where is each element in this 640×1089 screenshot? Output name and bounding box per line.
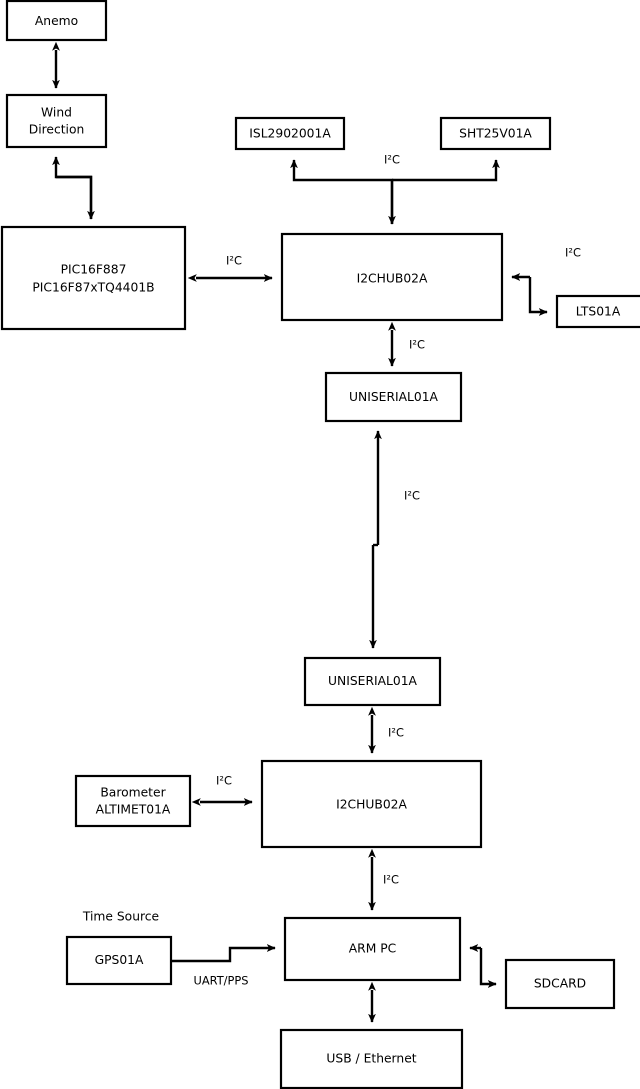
node-gps01a-rect[interactable] (65, 935, 173, 986)
node-sht25v01a[interactable]: SHT25V01A (439, 116, 552, 151)
node-usb-ethernet-label: USB / Ethernet (326, 1052, 416, 1066)
node-i2chub02a-bottom[interactable]: I2CHUB02A (260, 759, 483, 849)
node-arm-pc-rect[interactable] (283, 916, 462, 982)
edge-hub-sensors: I²C (290, 153, 500, 225)
node-barometer-label-line2: ALTIMET01A (96, 803, 171, 817)
edge-pic-wind-path (52, 156, 93, 219)
node-anemo-label: Anemo (35, 14, 78, 28)
edge-hub-lts: I²C (511, 246, 581, 316)
node-lts01a-label: LTS01A (576, 305, 621, 319)
node-uniserial01a-bottom-label: UNISERIAL01A (328, 674, 417, 688)
node-usb-ethernet[interactable]: USB / Ethernet (279, 1028, 464, 1089)
edge-label-gps-armpc: UART/PPS (194, 974, 249, 988)
node-barometer[interactable]: Barometer ALTIMET01A (74, 774, 192, 828)
edge-label-uniserial-hub: I²C (388, 726, 404, 740)
node-i2chub02a-top-rect[interactable] (280, 232, 504, 322)
edge-pic-wind-arrow-down (56, 175, 95, 220)
edge-label-hub-uniserial: I²C (409, 338, 425, 352)
edge-uniserial-hub-bot: I²C (368, 706, 404, 754)
node-sht25v01a-label: SHT25V01A (459, 127, 532, 141)
edge-barometer-hub: I²C (191, 774, 253, 806)
label-time-source: Time Source (82, 910, 159, 924)
node-wind-direction-rect[interactable] (5, 93, 108, 149)
node-sdcard-rect[interactable] (504, 958, 616, 1010)
edge-hub-armpc: I²C (368, 848, 399, 911)
node-uniserial01a-top[interactable]: UNISERIAL01A (324, 371, 463, 423)
edge-label-barometer-hub: I²C (216, 774, 232, 788)
edge-armpc-sdcard (469, 944, 497, 988)
edge-pic-wind (52, 156, 93, 219)
edge-label-hub-armpc: I²C (383, 873, 399, 887)
node-pic-mcu-label-line2: PIC16F87xTQ4401B (32, 281, 154, 295)
node-wind-direction-label-line2: Direction (29, 123, 85, 137)
edge-gps-armpc: UART/PPS (171, 944, 276, 988)
node-anemo[interactable]: Anemo (5, 0, 108, 42)
node-i2chub02a-top-label: I2CHUB02A (357, 272, 428, 286)
edge-hub-sht-path (392, 159, 500, 182)
node-i2chub02a-top[interactable]: I2CHUB02A (280, 232, 504, 322)
node-sdcard-label: SDCARD (534, 977, 586, 991)
node-i2chub02a-bottom-label: I2CHUB02A (336, 798, 407, 812)
node-arm-pc-label: ARM PC (349, 942, 396, 956)
node-isl2902001a-label: ISL2902001A (249, 127, 331, 141)
node-uniserial01a-bottom[interactable]: UNISERIAL01A (303, 656, 442, 707)
node-lts01a[interactable]: LTS01A (555, 294, 640, 329)
node-sht25v01a-rect[interactable] (439, 116, 552, 151)
edge-label-hub-lts: I²C (565, 246, 581, 260)
edge-label-uniserial-chain: I²C (404, 489, 420, 503)
edge-label-pic-hub: I²C (226, 254, 242, 268)
edge-hub-uniserial-top: I²C (388, 321, 425, 367)
node-wind-direction-label-line1: Wind (41, 106, 72, 120)
node-wind-direction[interactable]: Wind Direction (5, 93, 108, 149)
edge-hub-lts-down (528, 277, 548, 316)
node-barometer-label-line1: Barometer (100, 786, 166, 800)
node-anemo-rect[interactable] (5, 0, 108, 42)
edge-gps-armpc-path (171, 944, 276, 963)
edge-pic-hub: I²C (187, 254, 273, 282)
node-pic-mcu-label-line1: PIC16F887 (61, 263, 127, 277)
node-usb-ethernet-rect[interactable] (279, 1028, 464, 1089)
node-i2chub02a-bottom-rect[interactable] (260, 759, 483, 849)
node-arm-pc[interactable]: ARM PC (283, 916, 462, 982)
node-isl2902001a[interactable]: ISL2902001A (234, 116, 346, 151)
edge-hub-isl-path (290, 159, 394, 224)
node-uniserial01a-bottom-rect[interactable] (303, 656, 442, 707)
edge-uniserial-chain: I²C (369, 430, 420, 649)
node-uniserial01a-top-rect[interactable] (324, 371, 463, 423)
node-sdcard[interactable]: SDCARD (504, 958, 616, 1010)
node-barometer-rect[interactable] (74, 774, 192, 828)
node-pic-mcu-rect[interactable] (0, 225, 187, 331)
node-uniserial01a-top-label: UNISERIAL01A (349, 390, 438, 404)
edge-label-hub-sensors: I²C (384, 153, 400, 167)
node-lts01a-rect[interactable] (555, 294, 640, 329)
node-pic-mcu[interactable]: PIC16F887 PIC16F87xTQ4401B (0, 225, 187, 331)
node-gps01a-label: GPS01A (95, 953, 144, 967)
node-isl2902001a-rect[interactable] (234, 116, 346, 151)
edge-armpc-sdcard-down (479, 948, 497, 988)
edge-pic-wind-down (56, 175, 95, 220)
node-gps01a[interactable]: GPS01A (65, 935, 173, 986)
